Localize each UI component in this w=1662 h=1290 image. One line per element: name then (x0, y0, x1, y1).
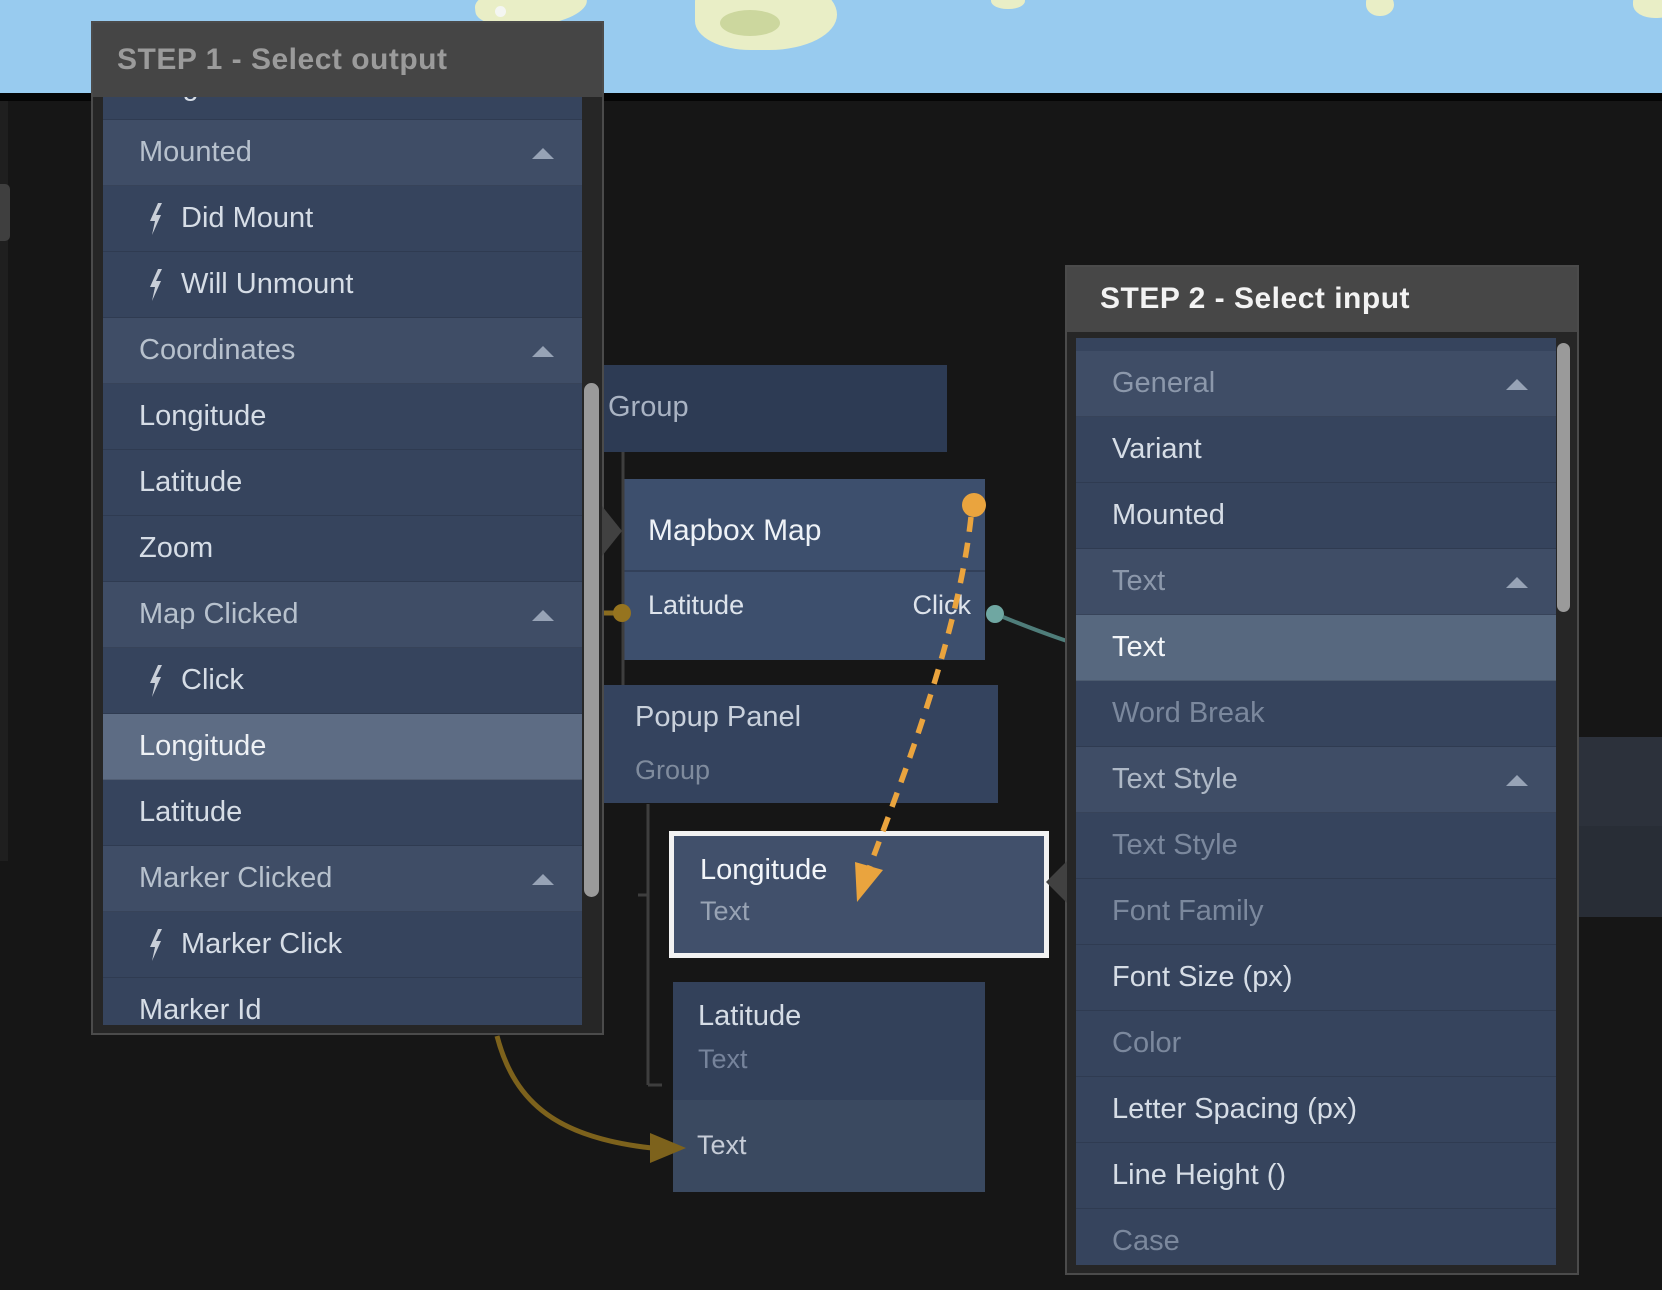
node-title: Text (697, 1130, 747, 1160)
click-port-dot (986, 605, 1004, 623)
port-click[interactable]: Click (912, 590, 972, 620)
list-item-longitude[interactable]: Longitude (103, 384, 582, 450)
map-landmass-shade (720, 10, 780, 36)
lightning-icon (150, 928, 162, 961)
chevron-up-icon (1506, 379, 1528, 390)
map-landmass (1366, 0, 1394, 16)
list-item-text-style[interactable]: Text Style (1076, 813, 1556, 879)
list-category-text[interactable]: Text (1076, 549, 1556, 615)
tree-connector-line (638, 804, 662, 1087)
node-mapbox-map[interactable]: Mapbox Map Latitude Click (622, 479, 985, 660)
list-item-height[interactable]: Height (103, 97, 582, 120)
node-popup-panel[interactable]: Popup Panel Group (560, 685, 998, 803)
teal-connection-curve (1002, 615, 1068, 643)
map-marker-dot (495, 6, 506, 17)
list-category-text-style[interactable]: Text Style (1076, 747, 1556, 813)
scrollbar-thumb[interactable] (584, 383, 599, 897)
map-landmass (1633, 0, 1662, 18)
chevron-up-icon (532, 346, 554, 357)
list-item-color[interactable]: Color (1076, 1011, 1556, 1077)
list-category-mounted[interactable]: Mounted (103, 120, 582, 186)
chevron-up-icon (532, 874, 554, 885)
list-item-will-unmount[interactable]: Will Unmount (103, 252, 582, 318)
panel-pointer-right (602, 506, 622, 556)
node-title: Mapbox Map (648, 514, 822, 547)
list-item-click[interactable]: Click (103, 648, 582, 714)
lightning-icon (150, 268, 162, 301)
node-longitude-text-selected[interactable]: Longitude Text (669, 831, 1049, 958)
list-item-latitude[interactable]: Latitude (103, 450, 582, 516)
list-category-map-clicked[interactable]: Map Clicked (103, 582, 582, 648)
node-title: Longitude (700, 854, 828, 886)
list-item-did-mount[interactable]: Did Mount (103, 186, 582, 252)
list-item-longitude-selected[interactable]: Longitude (103, 714, 582, 780)
list-category-general[interactable]: General (1076, 351, 1556, 417)
node-title: Latitude (698, 1000, 802, 1032)
node-title: Group (608, 391, 689, 423)
node-partial-right-top (1577, 737, 1662, 826)
left-sidebar-edge (0, 101, 8, 861)
node-text[interactable]: Text (673, 1100, 985, 1192)
list-item-text-selected[interactable]: Text (1076, 615, 1556, 681)
scrollbar-thumb[interactable] (1557, 343, 1570, 612)
panel-title: STEP 2 - Select input (1100, 282, 1411, 315)
list-item-word-break[interactable]: Word Break (1076, 681, 1556, 747)
chevron-up-icon (1506, 577, 1528, 588)
sidebar-handle-tab[interactable] (0, 184, 10, 241)
list-item-case[interactable]: Case (1076, 1209, 1556, 1265)
node-subtitle: Text (698, 1044, 748, 1074)
panel-header: STEP 2 - Select input (1067, 267, 1577, 332)
list-item-mounted[interactable]: Mounted (1076, 483, 1556, 549)
port-latitude[interactable]: Latitude (648, 590, 745, 620)
list-category-marker-clicked[interactable]: Marker Clicked (103, 846, 582, 912)
node-title: Popup Panel (635, 701, 802, 733)
list-item-font-size[interactable]: Font Size (px) (1076, 945, 1556, 1011)
step2-select-input-panel: STEP 2 - Select input General Variant Mo… (1046, 265, 1579, 1275)
chevron-up-icon (1506, 775, 1528, 786)
chevron-up-icon (532, 610, 554, 621)
list-item-latitude2[interactable]: Latitude (103, 780, 582, 846)
list-item-marker-id[interactable]: Marker Id (103, 978, 582, 1025)
lightning-icon (150, 664, 162, 697)
node-partial-right[interactable] (1577, 737, 1662, 917)
list-item-line-height[interactable]: Line Height () (1076, 1143, 1556, 1209)
list-item-letter-spacing[interactable]: Letter Spacing (px) (1076, 1077, 1556, 1143)
input-list: General Variant Mounted Text Text Word B… (1076, 338, 1556, 1265)
panel-header: STEP 1 - Select output (93, 23, 602, 97)
node-subtitle: Group (635, 755, 711, 785)
chevron-up-icon (532, 148, 554, 159)
lightning-icon (150, 202, 162, 235)
list-item-zoom[interactable]: Zoom (103, 516, 582, 582)
list-category-coordinates[interactable]: Coordinates (103, 318, 582, 384)
node-latitude-text[interactable]: Latitude Text (673, 982, 985, 1100)
node-port-row: Latitude Click (622, 570, 985, 660)
panel-title: STEP 1 - Select output (117, 43, 448, 76)
list-item-variant[interactable]: Variant (1076, 417, 1556, 483)
panel-pointer-left (1046, 861, 1067, 903)
list-item-font-family[interactable]: Font Family (1076, 879, 1556, 945)
output-list: Height Mounted Did Mount Will Unmount Co… (103, 97, 582, 1025)
node-subtitle: Text (700, 896, 750, 926)
map-divider (0, 93, 1662, 101)
node-group[interactable]: Group (560, 365, 947, 452)
list-item-marker-click[interactable]: Marker Click (103, 912, 582, 978)
map-landmass (991, 0, 1025, 9)
step1-select-output-panel: STEP 1 - Select output Height Mounted Di… (91, 21, 622, 1035)
gold-connection-curve (494, 1035, 653, 1151)
